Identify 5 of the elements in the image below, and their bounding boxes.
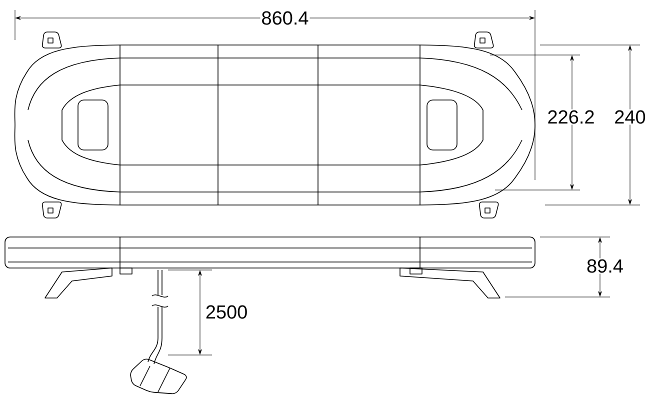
- dimension-label: 240: [613, 109, 647, 125]
- dimension-label: 860.4: [260, 10, 310, 26]
- dimension-label: 89.4: [586, 258, 624, 274]
- dimension-label: 226.2: [546, 109, 596, 125]
- dimension-label: 2500: [204, 304, 249, 320]
